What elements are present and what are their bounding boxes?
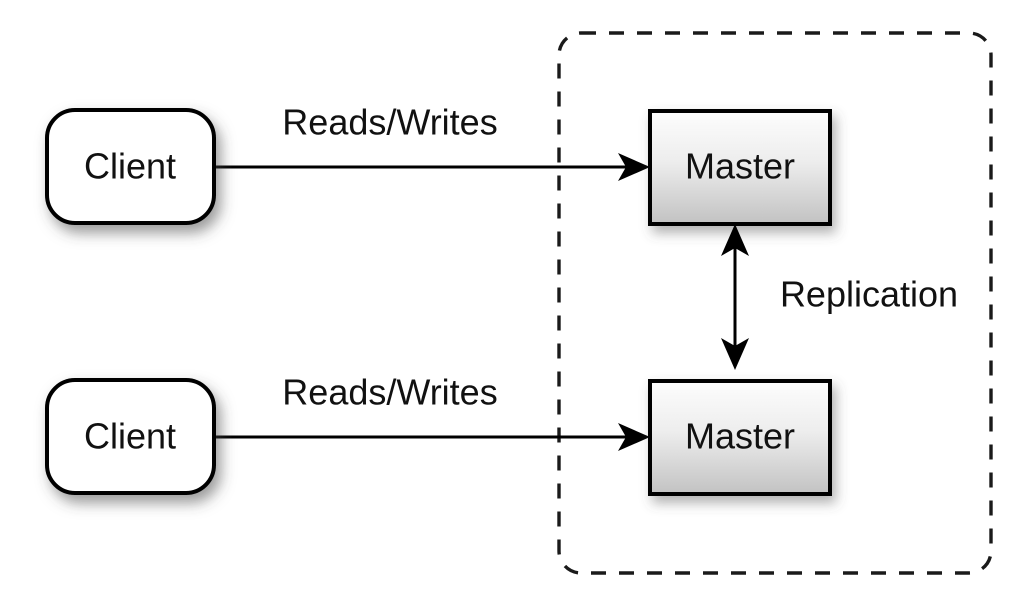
arrow-head-icon: [618, 423, 650, 451]
client-top-box-shape: [45, 108, 216, 225]
master-bottom-box-shape: [648, 379, 832, 496]
node-client-bottom[interactable]: Client: [45, 378, 216, 495]
edge-label-replication: Replication: [780, 274, 958, 315]
arrow-head-down-icon: [721, 338, 749, 370]
node-master-top[interactable]: Master: [648, 109, 832, 226]
node-client-top[interactable]: Client: [45, 108, 216, 225]
master-bottom-label: Master: [685, 416, 795, 457]
edge-client-bottom-to-master-bottom: [216, 423, 650, 451]
edge-label-reads-writes-top: Reads/Writes: [282, 102, 497, 143]
client-top-label: Client: [84, 146, 176, 187]
master-top-label: Master: [685, 146, 795, 187]
arrow-head-icon: [618, 153, 650, 181]
edge-client-top-to-master-top: [216, 153, 650, 181]
master-top-box-shape: [648, 109, 832, 226]
client-bottom-box-shape: [45, 378, 216, 495]
edge-master-to-master-replication: [721, 224, 749, 370]
arrow-head-up-icon: [721, 224, 749, 256]
edge-label-reads-writes-bottom: Reads/Writes: [282, 372, 497, 413]
node-master-bottom[interactable]: Master: [648, 379, 832, 496]
client-bottom-label: Client: [84, 416, 176, 457]
